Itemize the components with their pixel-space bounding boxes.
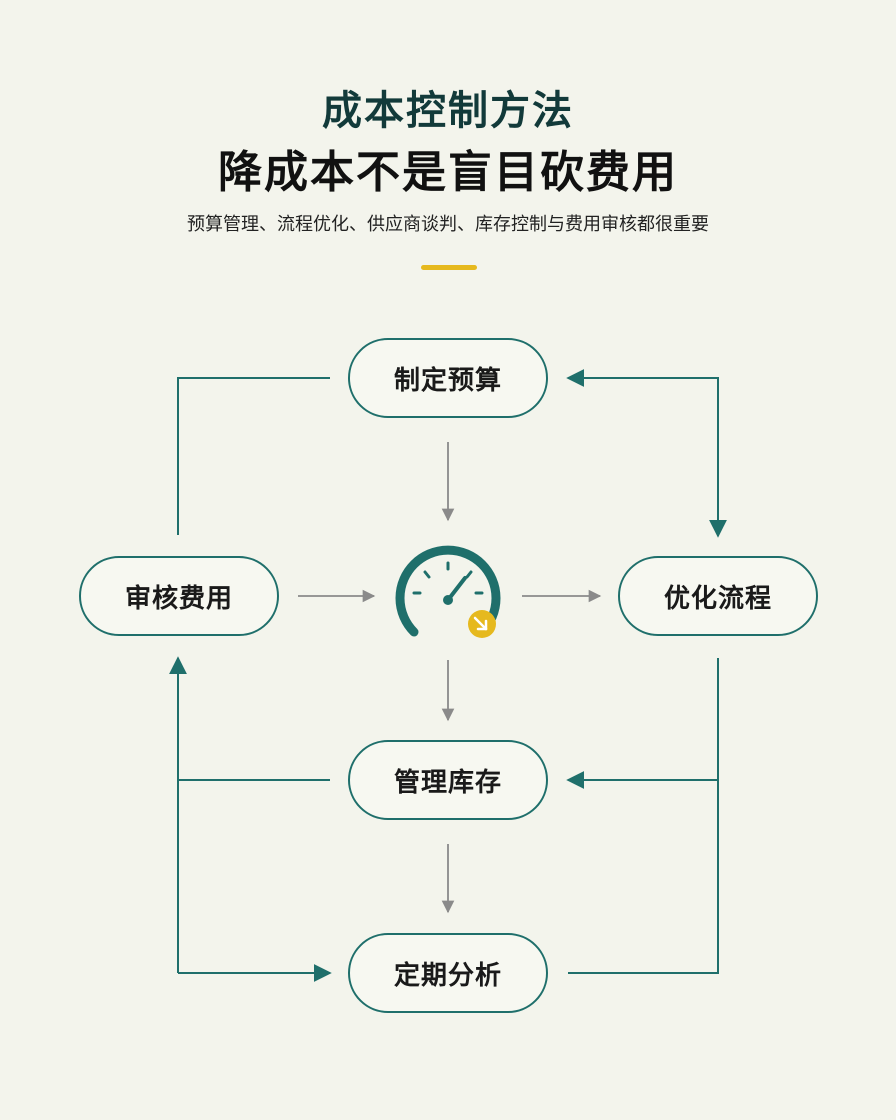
page-title: 成本控制方法 — [322, 88, 574, 134]
page-description: 预算管理、流程优化、供应商谈判、库存控制与费用审核都很重要 — [187, 214, 709, 235]
node-optimize-label: 优化流程 — [663, 583, 772, 614]
node-inventory: 管理库存 — [348, 740, 548, 820]
node-budget: 制定预算 — [348, 338, 548, 418]
node-analysis-label: 定期分析 — [393, 960, 502, 991]
down-arrow-badge-icon — [468, 610, 496, 638]
accent-divider — [421, 265, 477, 270]
node-budget-label: 制定预算 — [393, 365, 502, 396]
connector-audit-to-budget — [177, 377, 330, 535]
page-subtitle-heading: 降成本不是盲目砍费用 — [218, 147, 678, 198]
speedometer-icon — [395, 545, 501, 637]
node-optimize: 优化流程 — [618, 556, 818, 636]
node-audit-label: 审核费用 — [124, 583, 233, 614]
node-inventory-label: 管理库存 — [393, 767, 502, 798]
node-audit: 审核费用 — [79, 556, 279, 636]
connector-optimize-down-to-analysis — [568, 658, 719, 974]
connector-budget-to-optimize — [566, 369, 727, 538]
node-analysis: 定期分析 — [348, 933, 548, 1013]
